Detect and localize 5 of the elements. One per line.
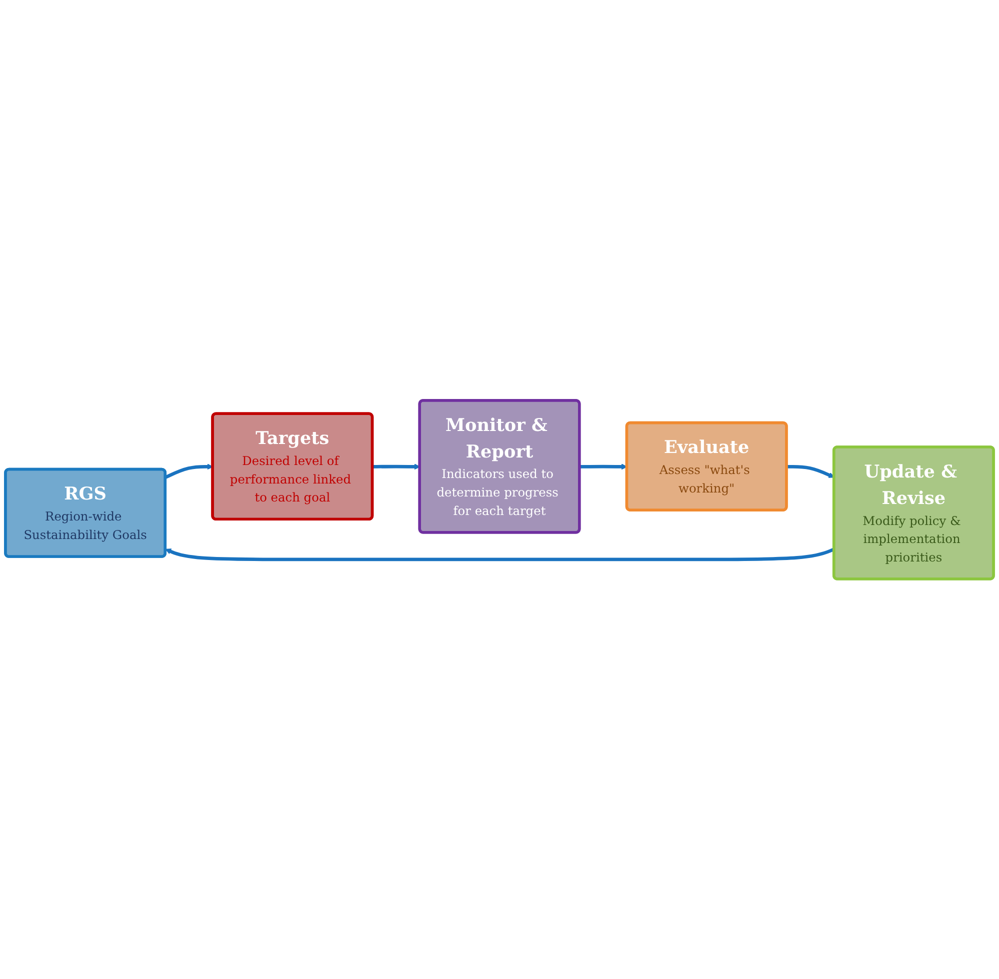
- cycle-diagram: RGS Region-wide Sustainability Goals Targets Desired level of performance linked to each goal Monitor & Report Indicators used to determine progress for each target Evaluate Assess "what's working" Update & Revise Modify policy & implementation priorities: [0, 394, 999, 584]
- arrow: [580, 464, 628, 470]
- arrow: [786, 464, 834, 478]
- arrow: [164, 464, 214, 479]
- arrow: [372, 464, 420, 470]
